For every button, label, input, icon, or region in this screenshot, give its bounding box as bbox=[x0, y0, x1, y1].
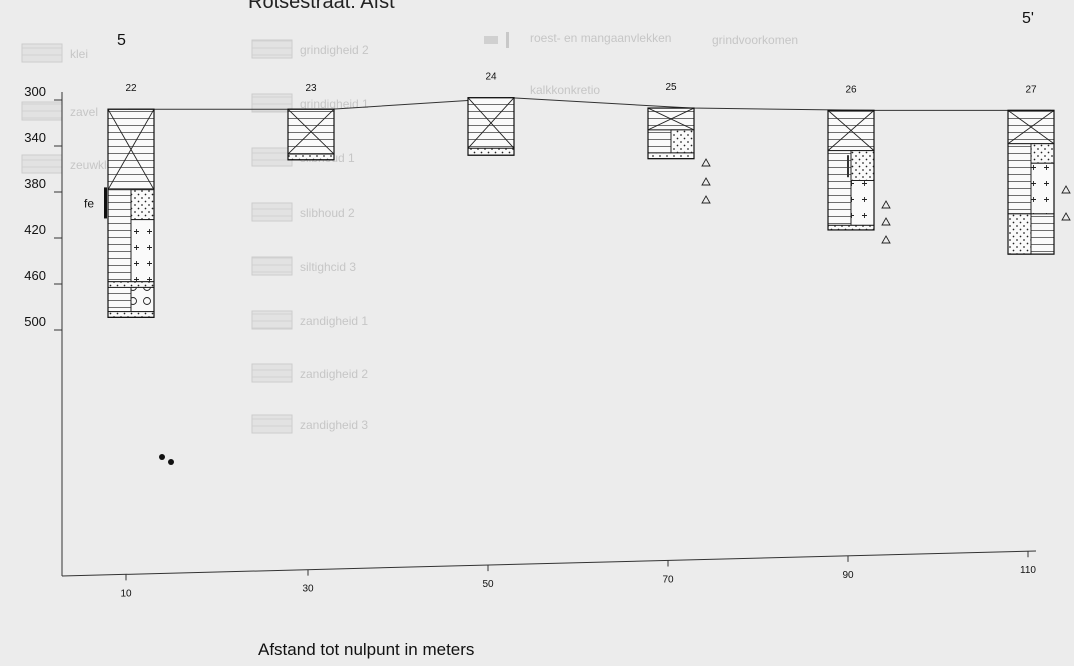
section-title: Rotsestraat: Afst bbox=[248, 0, 395, 13]
x-tick-label: 10 bbox=[120, 588, 132, 599]
faint-legend-swatch bbox=[251, 39, 293, 59]
faint-legend-label: slibhoud 2 bbox=[300, 206, 355, 220]
layer-cross-mark bbox=[107, 108, 155, 190]
layer-cross-mark bbox=[647, 107, 695, 131]
dot-marker bbox=[159, 454, 165, 460]
borehole-outline bbox=[107, 108, 155, 318]
faint-legend-label: grindigheid 2 bbox=[300, 43, 369, 57]
faint-legend-swatch bbox=[251, 414, 293, 434]
borehole-27: 27 bbox=[1007, 84, 1071, 255]
layer-cross-mark bbox=[467, 97, 515, 149]
layer-plus bbox=[1030, 162, 1055, 215]
layer-dots bbox=[850, 150, 875, 182]
faint-legend-swatch bbox=[251, 93, 293, 113]
layer-dots bbox=[670, 129, 695, 154]
axes: 500 460 420 380 340 300 10 30 50 70 90 110 bbox=[24, 84, 1036, 599]
triangle-marker bbox=[881, 200, 891, 209]
faint-legend-label: zandigheid 2 bbox=[300, 367, 368, 381]
y-tick-label: 340 bbox=[24, 130, 46, 145]
faint-legend-swatch bbox=[506, 32, 509, 48]
triangle-marker bbox=[1061, 185, 1071, 194]
borehole-id-label: 26 bbox=[845, 84, 857, 95]
borehole-22: 22 fe bbox=[84, 83, 174, 465]
faint-legend-swatch bbox=[21, 101, 63, 121]
x-axis-line bbox=[61, 550, 1037, 577]
layer-plus bbox=[130, 219, 155, 283]
faint-legend-label: siltighcid 3 bbox=[300, 260, 356, 274]
x-tick-label: 50 bbox=[482, 579, 494, 590]
borehole-24: 24 bbox=[467, 72, 515, 156]
faint-legend-swatch bbox=[251, 310, 293, 330]
faint-legend-label: zandigheid 1 bbox=[300, 314, 368, 328]
borehole-id-label: 25 bbox=[665, 82, 677, 93]
triangle-marker bbox=[881, 217, 891, 226]
layer-cross-mark bbox=[1007, 109, 1055, 145]
borehole-id-label: 27 bbox=[1025, 84, 1037, 95]
y-tick-label: 500 bbox=[24, 314, 46, 329]
layer-cross-mark bbox=[827, 110, 875, 151]
borehole-id-label: 22 bbox=[125, 83, 137, 94]
layer-dots bbox=[647, 152, 695, 160]
faint-legend-label: kalkkonkretio bbox=[530, 83, 600, 97]
borehole-outline bbox=[647, 107, 695, 160]
dot-marker bbox=[168, 459, 174, 465]
layer-dots bbox=[107, 311, 155, 318]
borehole-outline bbox=[467, 97, 515, 156]
fe-marker-bar bbox=[104, 187, 107, 219]
triangle-marker bbox=[881, 235, 891, 244]
faint-legend-swatch bbox=[251, 363, 293, 383]
faint-legend-label: klei bbox=[70, 47, 88, 61]
faint-legend-swatch bbox=[251, 147, 293, 167]
y-tick-label: 380 bbox=[24, 176, 46, 191]
layer-dots bbox=[107, 281, 155, 288]
borehole-26: 26 bbox=[827, 84, 891, 244]
triangle-marker bbox=[701, 177, 711, 186]
x-tick-label: 30 bbox=[302, 584, 314, 595]
faint-legend-swatch bbox=[251, 202, 293, 222]
borehole-25: 25 bbox=[647, 82, 711, 204]
x-tick-label: 110 bbox=[1020, 565, 1036, 576]
faint-legend-label: grindvoorkomen bbox=[712, 33, 798, 47]
faint-legend-label: zeuwklei bbox=[70, 158, 116, 172]
profile-end-label: 5' bbox=[1022, 10, 1034, 27]
profile-start-label: 5 bbox=[117, 32, 126, 49]
x-tick-label: 70 bbox=[662, 574, 674, 585]
faint-legend-swatch bbox=[21, 154, 63, 174]
borehole-id-label: 23 bbox=[305, 83, 317, 94]
y-tick-label: 420 bbox=[24, 222, 46, 237]
layer-dots bbox=[287, 153, 335, 161]
triangle-marker bbox=[701, 158, 711, 167]
fe-label: fe bbox=[84, 197, 94, 211]
borehole-outline bbox=[827, 109, 875, 231]
layer-dots bbox=[467, 147, 515, 156]
x-axis-title: Afstand tot nulpunt in meters bbox=[258, 640, 475, 659]
borehole-outline bbox=[287, 108, 335, 161]
layer-cross-mark bbox=[287, 108, 335, 155]
borehole-id-label: 24 bbox=[485, 72, 497, 83]
borehole-outline bbox=[1007, 109, 1055, 255]
faint-legend-label: zandigheid 3 bbox=[300, 418, 368, 432]
faint-legend-label: zavel bbox=[70, 105, 98, 119]
layer-plus bbox=[850, 180, 875, 226]
faint-legend-swatch bbox=[21, 43, 63, 63]
layer-gravel bbox=[130, 286, 155, 313]
x-tick-label: 90 bbox=[842, 570, 854, 581]
mottle-marker bbox=[847, 155, 849, 178]
layer-dots bbox=[130, 189, 155, 221]
faint-legend-swatch bbox=[251, 256, 293, 276]
layer-dots bbox=[1030, 143, 1055, 164]
y-tick-label: 460 bbox=[24, 268, 46, 283]
faint-legend-label: roest- en mangaanvlekken bbox=[530, 31, 671, 45]
faint-legend-swatch bbox=[484, 36, 498, 44]
layer-dots bbox=[1007, 213, 1032, 255]
triangle-marker bbox=[1061, 212, 1071, 221]
layer-dots bbox=[827, 224, 875, 231]
triangle-marker bbox=[701, 195, 711, 204]
borehole-23: 23 bbox=[287, 83, 335, 161]
boreholes: 22 fe 23 24 25 26 27 bbox=[84, 72, 1071, 465]
y-tick-label: 300 bbox=[24, 84, 46, 99]
